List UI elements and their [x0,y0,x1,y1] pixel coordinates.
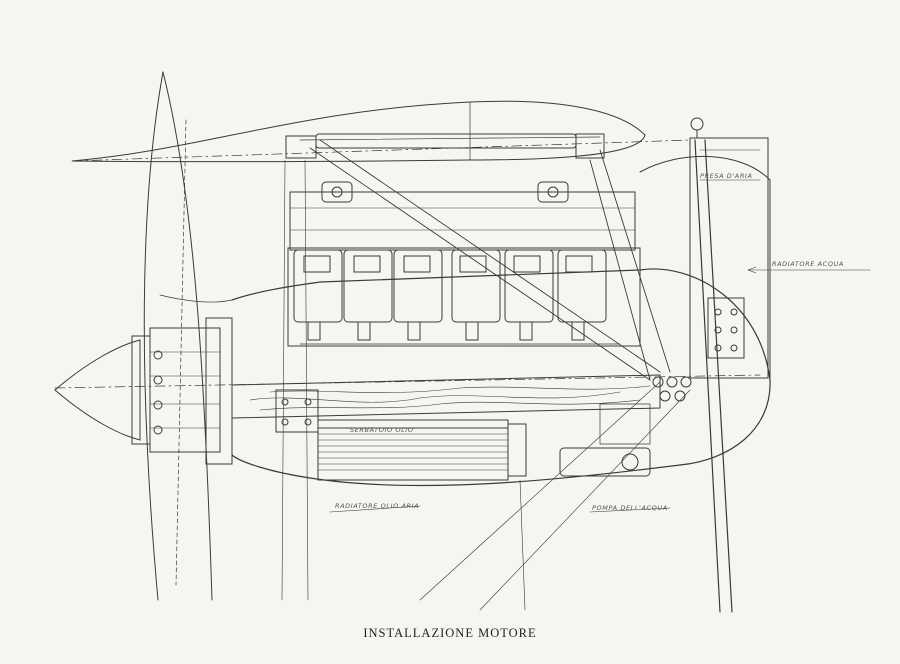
construction-lines [281,159,526,611]
radiator-housing [639,117,771,613]
label-pompa-acqua: POMPA DELL'ACQUA [592,504,668,512]
spinner-cone [54,317,233,465]
drawing-caption: INSTALLAZIONE MOTORE [363,626,537,640]
oil-radiator [317,419,527,481]
label-radiatore-olio-aria: RADIATORE OLIO ARIA [335,502,419,510]
engine-bearer [231,374,661,433]
top-strut-tube [285,133,605,159]
label-radiatore-acqua: RADIATORE ACQUA [772,260,844,268]
propeller-blade [143,71,213,601]
diagonal-struts [309,139,691,611]
engine-block [287,181,641,347]
label-serbatoio-olio: SERBATOIO OLIO [350,426,414,434]
label-presa-aria: PRESA D'ARIA [700,172,753,180]
label-leaders [329,266,871,513]
water-pump [559,376,692,477]
engine-cowling [54,268,771,487]
upper-wing-airfoil [71,100,691,163]
